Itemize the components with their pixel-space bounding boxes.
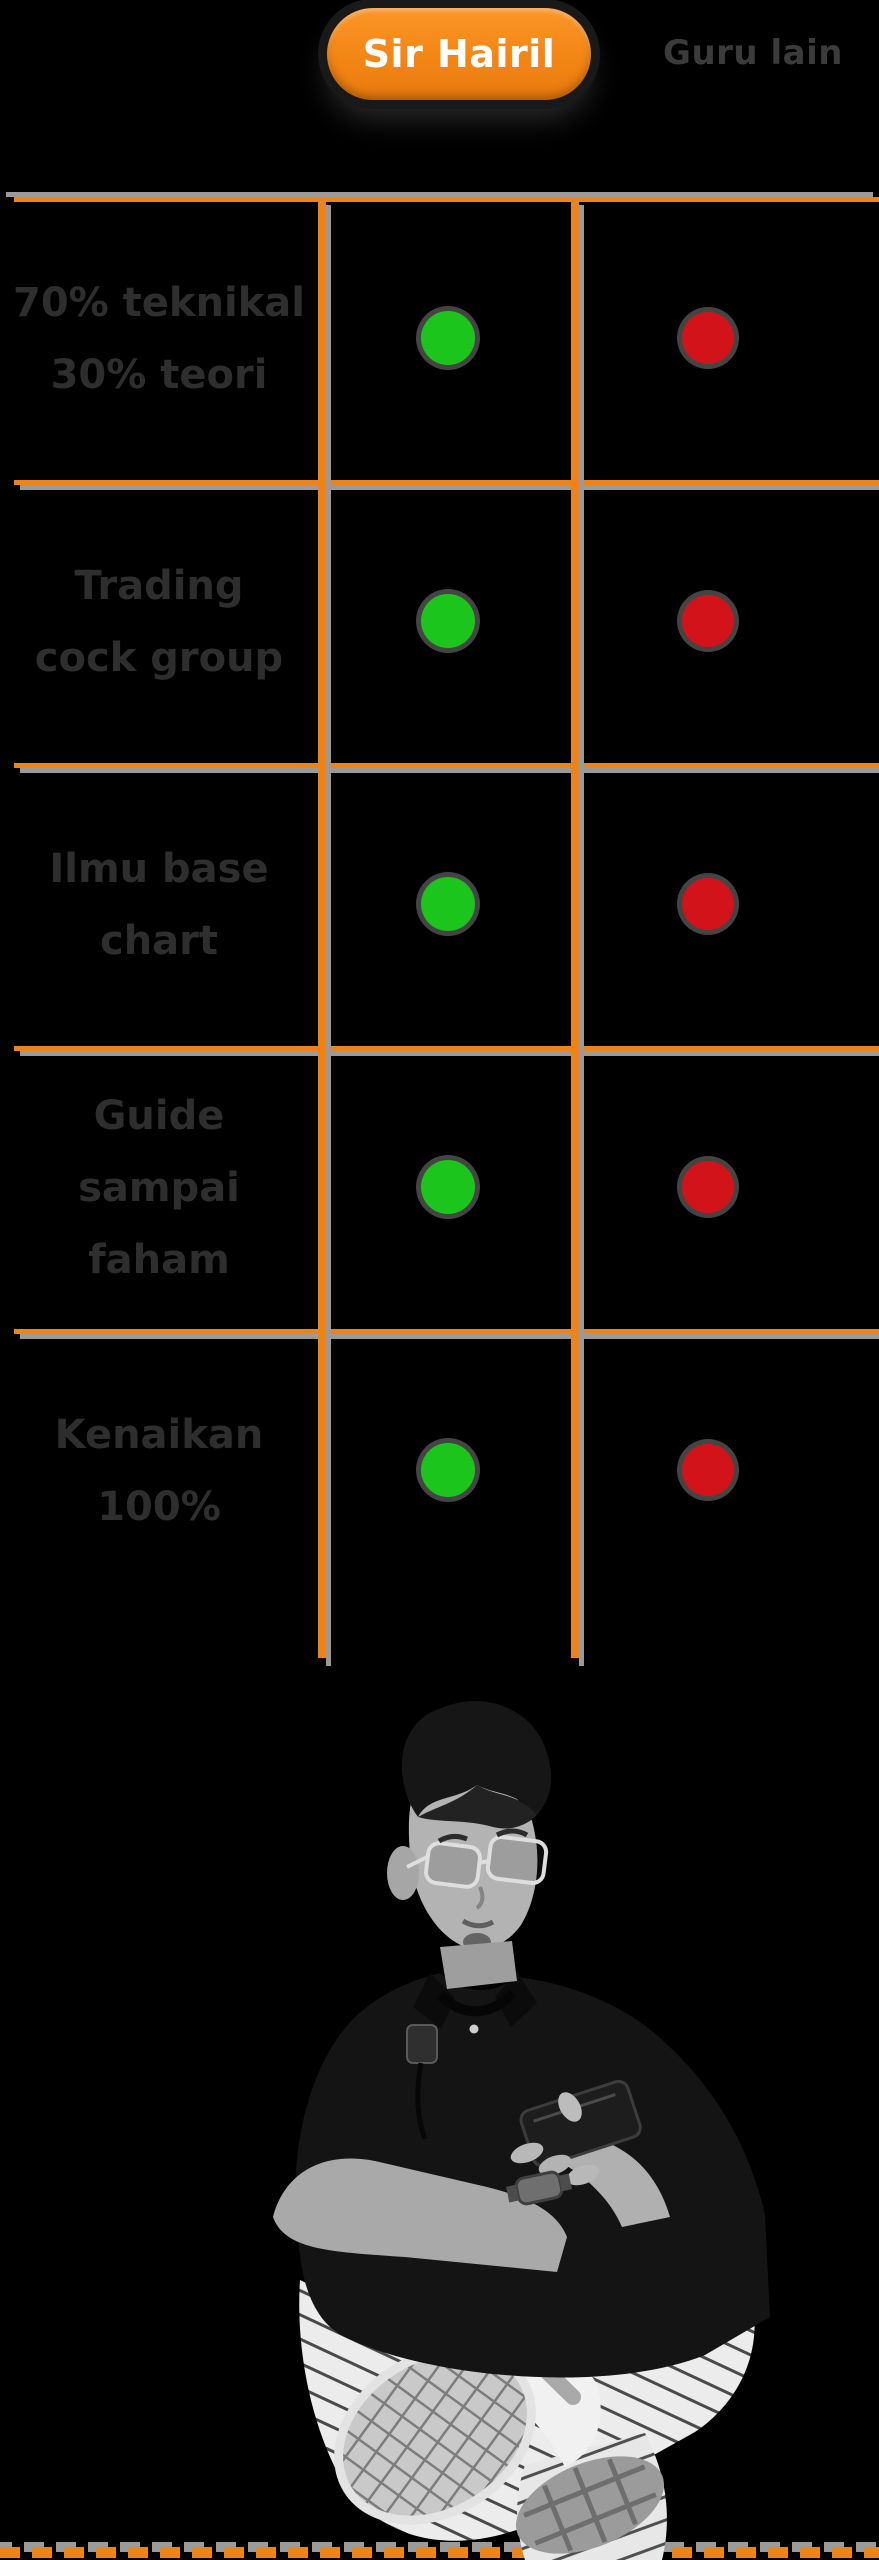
feature-label: Guide sampai faham — [78, 1092, 240, 1283]
table-row: Guide sampai faham — [0, 1046, 879, 1329]
feature-label: Trading cock group — [34, 562, 284, 681]
sneaker-sole-small — [515, 2456, 665, 2554]
table-row: Kenaikan 100% — [0, 1329, 879, 1612]
sir-hairil-dot — [421, 877, 475, 931]
hair — [401, 1700, 552, 1817]
table-row: Ilmu base chart — [0, 763, 879, 1046]
person-photo — [273, 1700, 770, 2560]
tab-sir-hairil[interactable]: Sir Hairil — [327, 8, 591, 100]
tab-guru-lain[interactable]: Guru lain — [663, 33, 843, 73]
guru-lain-dot — [682, 595, 734, 647]
head — [387, 1700, 552, 1989]
wrist-watch — [506, 2170, 572, 2206]
arms-and-phone — [273, 2079, 670, 2272]
table-hline — [6, 192, 879, 202]
glasses — [406, 1835, 549, 1889]
dashed-divider — [0, 2547, 879, 2558]
feature-label: Ilmu base chart — [49, 845, 269, 964]
table-hline — [14, 1046, 879, 1056]
sir-hairil-dot — [421, 1443, 475, 1497]
table-hline — [14, 763, 879, 773]
lavalier-mic — [406, 2024, 438, 2064]
sir-hairil-dot — [421, 311, 475, 365]
guru-lain-dot — [682, 1161, 734, 1213]
table-vline — [318, 197, 331, 1666]
table-row: 70% teknikal 30% teori — [0, 197, 879, 480]
table-hline — [14, 1329, 879, 1339]
feature-label: Kenaikan 100% — [54, 1411, 264, 1530]
guru-lain-dot — [682, 1444, 734, 1496]
table-row: Trading cock group — [0, 480, 879, 763]
table-hline — [14, 480, 879, 490]
guru-lain-dot — [682, 312, 734, 364]
feature-label: 70% teknikal 30% teori — [12, 279, 305, 398]
ear — [387, 1846, 419, 1900]
sir-hairil-dot — [421, 1160, 475, 1214]
sir-hairil-dot — [421, 594, 475, 648]
guru-lain-dot — [682, 878, 734, 930]
table-vline — [571, 197, 584, 1666]
